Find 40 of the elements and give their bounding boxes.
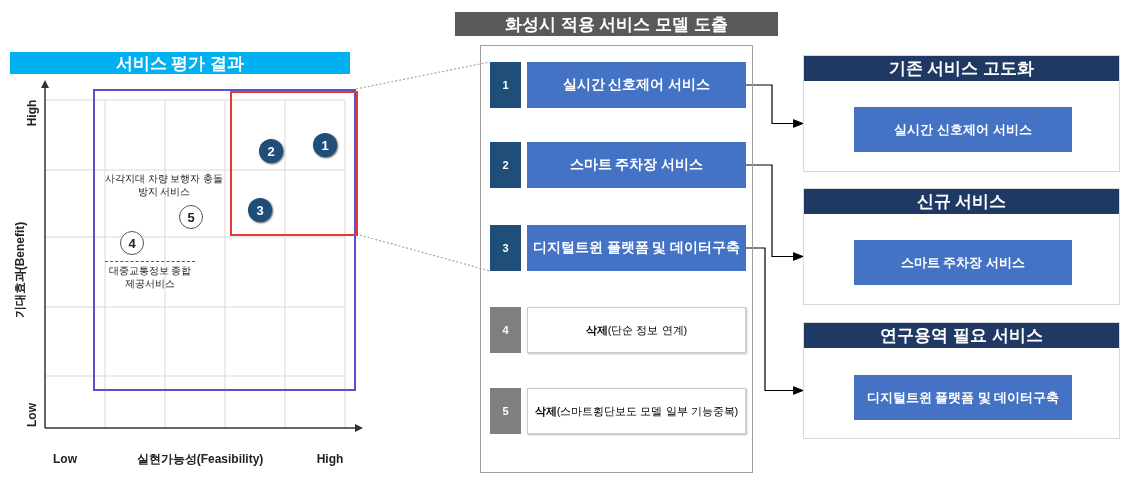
title-bar: 신규 서비스 xyxy=(804,189,1119,214)
guide-line xyxy=(355,61,491,90)
score-marker: 2 xyxy=(259,139,283,163)
number-badge: 5 xyxy=(490,388,521,434)
category-panel xyxy=(803,188,1120,305)
axis-title: 실현가능성(Feasibility) xyxy=(135,451,265,467)
score-marker: 5 xyxy=(179,205,203,229)
service-box: 실시간 신호제어 서비스 xyxy=(527,62,746,108)
number-badge: 3 xyxy=(490,225,521,271)
number-badge: 1 xyxy=(490,62,521,108)
point-label: 대중교통정보 종합제공서비스 xyxy=(105,261,195,291)
axis-label: Low xyxy=(52,451,78,467)
score-marker: 1 xyxy=(313,133,337,157)
title-bar: 기존 서비스 고도화 xyxy=(804,56,1119,81)
number-badge: 4 xyxy=(490,307,521,353)
axis-label: Low xyxy=(24,402,40,429)
selection-frame xyxy=(93,89,356,391)
connector-arrow xyxy=(745,84,804,128)
connector-arrow xyxy=(745,164,804,261)
category-panel xyxy=(803,322,1120,439)
axis-label: High xyxy=(315,451,345,467)
service-box: 삭제(단순 정보 연계) xyxy=(527,307,746,353)
service-box: 디지털트윈 플랫폼 및 데이터구축 xyxy=(527,225,746,271)
service-box: 스마트 주차장 서비스 xyxy=(854,240,1072,285)
axis-title: 기대효과(Benefit) xyxy=(12,220,28,320)
score-marker: 3 xyxy=(248,198,272,222)
number-badge: 2 xyxy=(490,142,521,188)
highlight-frame xyxy=(230,91,358,236)
title-bar: 화성시 적용 서비스 모델 도출 xyxy=(455,12,778,36)
service-box: 삭제(스마트횡단보도 모델 일부 기능중복) xyxy=(527,388,746,434)
point-label: 사각지대 차량 보행자 충돌방지 서비스 xyxy=(103,172,225,199)
axis-label: High xyxy=(24,98,40,129)
service-box: 실시간 신호제어 서비스 xyxy=(854,107,1072,152)
title-bar: 서비스 평가 결과 xyxy=(10,52,350,74)
category-panel xyxy=(803,55,1120,172)
connector-arrow xyxy=(745,247,804,395)
title-bar: 연구용역 필요 서비스 xyxy=(804,323,1119,348)
service-box: 디지털트윈 플랫폼 및 데이터구축 xyxy=(854,375,1072,420)
score-marker: 4 xyxy=(120,231,144,255)
service-box: 스마트 주차장 서비스 xyxy=(527,142,746,188)
